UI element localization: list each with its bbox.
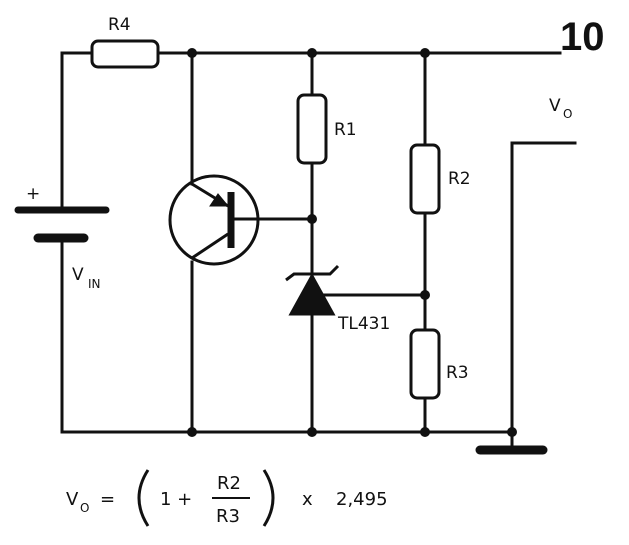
formula-denominator: R3: [216, 506, 240, 527]
formula-constant: 2,495: [336, 489, 388, 510]
label-r1: R1: [334, 120, 357, 140]
label-vo-main: V: [549, 96, 561, 116]
formula: V O = 1 + R2 R3 x 2,495: [66, 469, 388, 527]
resistor-r2: [409, 143, 441, 215]
label-r3: R3: [446, 363, 469, 383]
transistor-symbol: [168, 174, 262, 266]
tl431-symbol: [285, 264, 340, 316]
resistor-r3: [409, 328, 441, 400]
figure-number: 10: [560, 15, 605, 59]
label-r2: R2: [448, 169, 471, 189]
formula-one-plus: 1 +: [160, 489, 192, 510]
formula-lhs-sub: O: [80, 501, 89, 515]
label-vin-sub: IN: [88, 277, 101, 291]
label-battery-plus: +: [26, 184, 40, 204]
formula-lhs-main: V: [66, 489, 79, 510]
label-r4: R4: [108, 15, 131, 35]
formula-equals: =: [100, 489, 115, 510]
formula-numerator: R2: [217, 473, 241, 494]
formula-times: x: [302, 489, 313, 510]
formula-right-paren: [262, 469, 275, 527]
label-tl431: TL431: [337, 314, 390, 334]
label-vo-sub: O: [563, 107, 572, 121]
resistor-r4: [90, 39, 160, 69]
battery-symbol: [14, 206, 110, 243]
junction-dots: [187, 48, 517, 437]
resistor-r1: [296, 93, 328, 165]
formula-left-paren: [137, 469, 150, 527]
label-vin-main: V: [72, 265, 84, 285]
